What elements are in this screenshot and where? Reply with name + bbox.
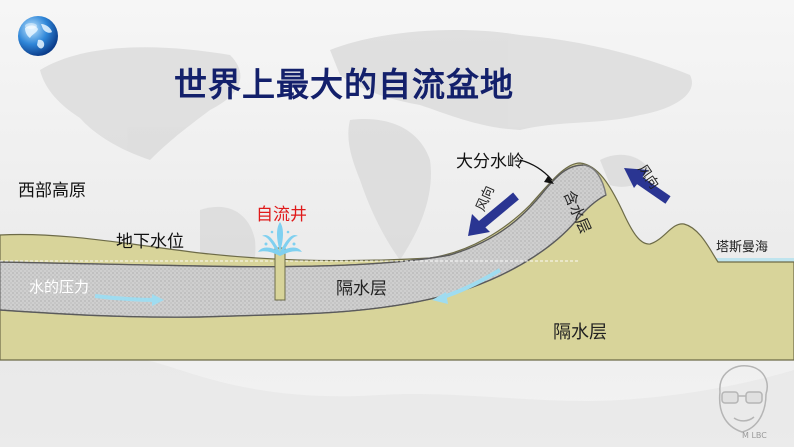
label-artesian-well: 自流井 bbox=[256, 205, 307, 225]
label-tasman-sea: 塔斯曼海 bbox=[716, 240, 769, 255]
page-title: 世界上最大的自流盆地 bbox=[174, 65, 514, 104]
globe-icon bbox=[18, 16, 58, 56]
label-great-dividing-range: 大分水岭 bbox=[456, 152, 524, 172]
fountain-icon bbox=[258, 222, 302, 256]
label-aquiclude-upper: 隔水层 bbox=[336, 279, 387, 299]
wind-arrow-icon bbox=[624, 168, 671, 204]
label-groundwater-level: 地下水位 bbox=[116, 232, 184, 252]
label-western-plateau: 西部高原 bbox=[18, 181, 86, 201]
divide-pointer bbox=[519, 159, 553, 181]
watermark-text: M LBC bbox=[742, 431, 767, 440]
wind-arrow-icon bbox=[468, 192, 519, 236]
face-caricature-icon bbox=[718, 364, 768, 433]
label-aquiclude-lower: 隔水层 bbox=[553, 322, 607, 343]
label-water-pressure: 水的压力 bbox=[29, 278, 90, 296]
